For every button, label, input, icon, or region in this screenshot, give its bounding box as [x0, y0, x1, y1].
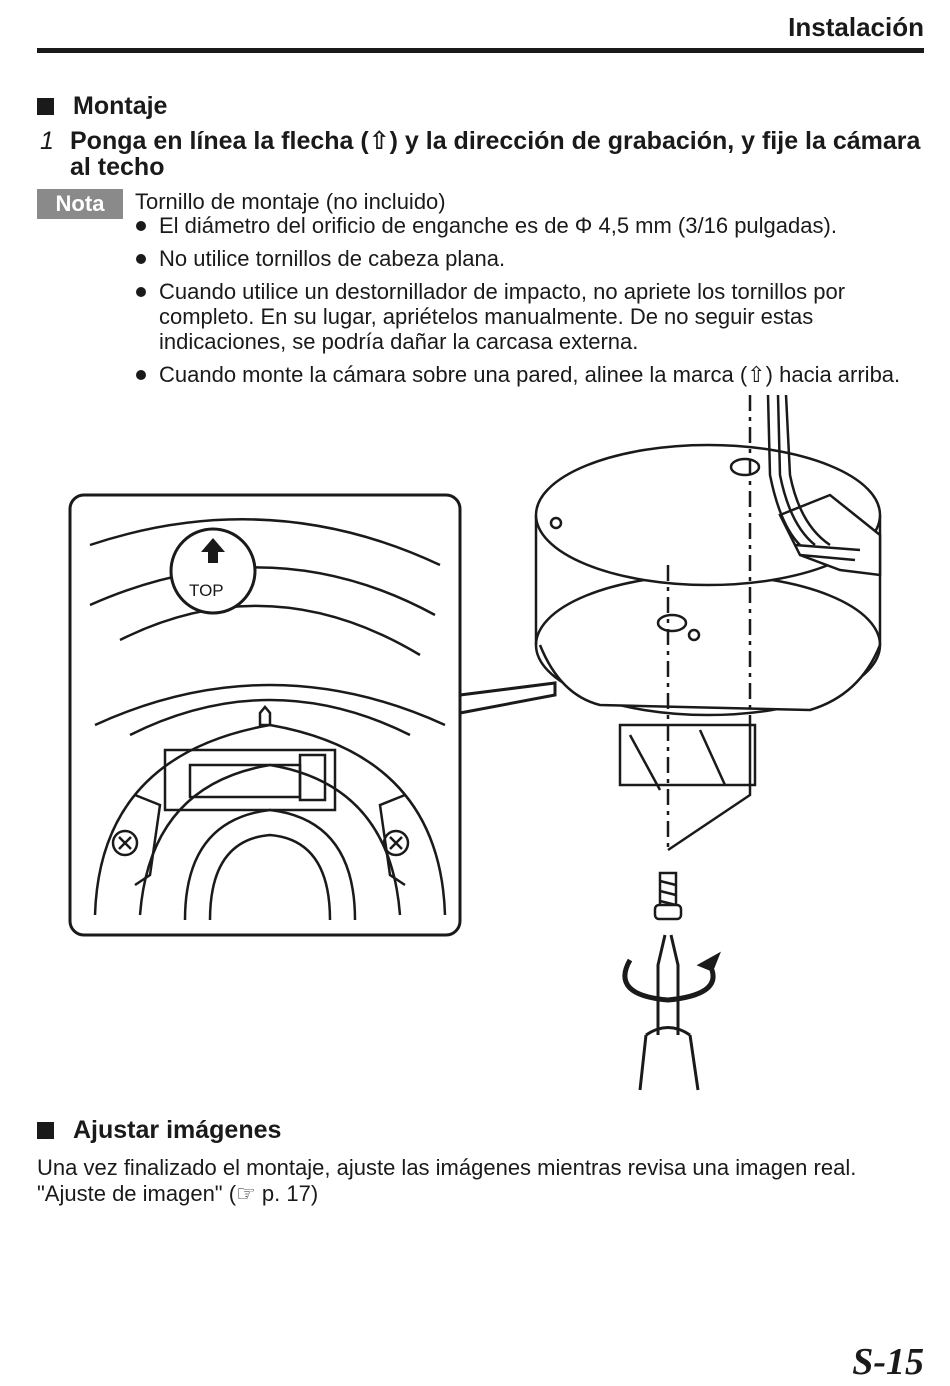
page-header-title: Instalación — [788, 12, 924, 42]
note-item: No utilice tornillos de cabeza plana. — [133, 246, 933, 271]
step-text: Ponga en línea la flecha (⇧) y la direcc… — [70, 127, 921, 181]
square-bullet-icon — [37, 1122, 54, 1139]
installation-illustration: TOP — [68, 395, 882, 1091]
section-heading-ajustar: Ajustar imágenes — [37, 1116, 281, 1145]
square-bullet-icon — [37, 98, 54, 115]
callout-pointer — [459, 681, 557, 715]
ajustar-body: Una vez finalizado el montaje, ajuste la… — [37, 1155, 917, 1207]
section-heading-ajustar-text: Ajustar imágenes — [73, 1116, 282, 1144]
cables — [766, 395, 831, 547]
camera-body — [534, 443, 882, 791]
step-number: 1 — [40, 127, 54, 155]
note-item: El diámetro del orificio de enganche es … — [133, 213, 933, 238]
page-number: S-15 — [852, 1341, 924, 1383]
detail-view — [89, 518, 447, 921]
note-title: Tornillo de montaje (no incluido) — [135, 189, 446, 214]
note-item: Cuando utilice un destornillador de impa… — [133, 279, 933, 354]
section-heading-montaje: Montaje — [37, 92, 167, 121]
screw-icon — [653, 871, 683, 921]
note-list: El diámetro del orificio de enganche es … — [133, 213, 933, 395]
top-mark-circle: TOP — [169, 527, 257, 615]
step-1: 1 Ponga en línea la flecha (⇧) y la dire… — [37, 128, 927, 180]
ajustar-body-text: Una vez finalizado el montaje, ajuste la… — [37, 1155, 857, 1180]
header-rule — [37, 48, 924, 53]
top-mark-label: TOP — [189, 581, 224, 600]
note-badge: Nota — [37, 189, 123, 219]
detail-callout-box — [68, 493, 462, 937]
screwdriver-icon — [622, 934, 721, 1091]
note-item: Cuando monte la cámara sobre una pared, … — [133, 362, 933, 387]
section-heading-montaje-text: Montaje — [73, 92, 168, 120]
alignment-lines — [666, 395, 752, 852]
ajustar-reference-link[interactable]: "Ajuste de imagen" (☞ p. 17) — [37, 1181, 319, 1206]
